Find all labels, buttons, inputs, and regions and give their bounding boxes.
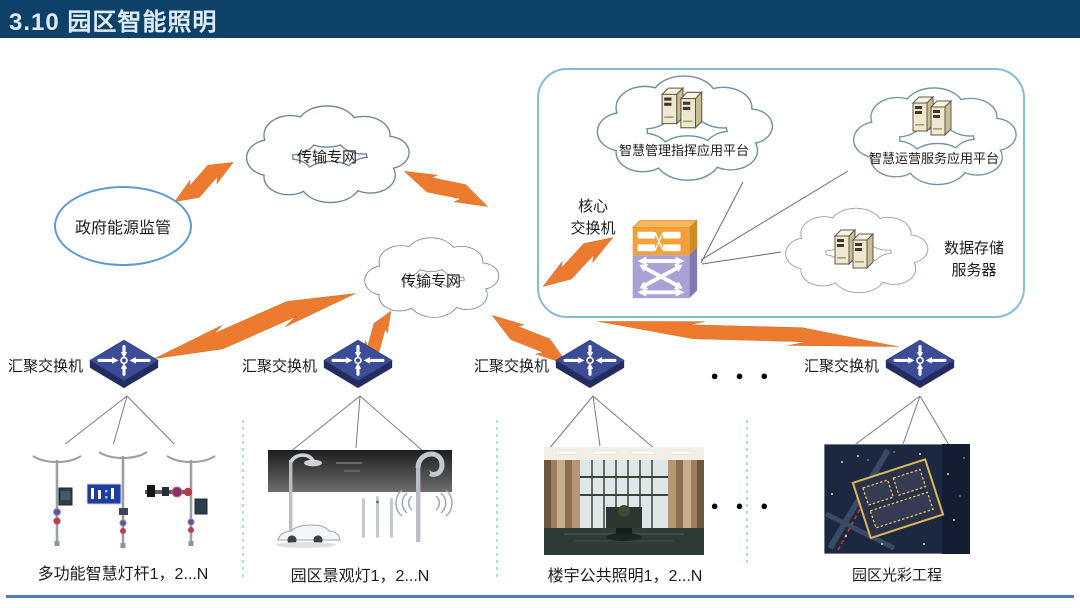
endpoint-label-building: 楼宇公共照明1，2...N [547, 568, 703, 585]
node-wan-cloud-middle: 传输专网 [333, 236, 529, 322]
landscape-lights-image [268, 450, 453, 548]
fanout-lines [54, 395, 953, 453]
endpoint-label-night-project: 园区光彩工程 [851, 567, 942, 584]
footer-rule [6, 595, 1074, 598]
dashed-separator [242, 420, 748, 578]
node-label: 传输专网 [400, 273, 461, 290]
node-platform-management: 智慧管理指挥应用平台 [586, 74, 782, 186]
smart-light-poles-image [25, 444, 221, 558]
aggregation-switch-icon [555, 339, 625, 389]
node-label: 汇聚交换机 [8, 357, 84, 375]
endpoint-label-landscape: 园区景观灯1，2...N [290, 568, 430, 585]
node-label: 汇聚交换机 [804, 357, 880, 375]
aggregation-switch-2: 汇聚交换机 [242, 338, 394, 392]
endpoint-label-smart-poles: 多功能智慧灯杆1，2...N [37, 566, 209, 583]
node-wan-cloud-top: 传输专网 [238, 104, 416, 208]
node-label: 传输专网 [296, 149, 357, 166]
more-switches-ellipsis: ●●● [710, 368, 786, 383]
node-label: 智慧运营服务应用平台 [868, 151, 999, 166]
aggregation-switch-4: 汇聚交换机 [804, 338, 956, 392]
data-storage-label: 数据存储 服务器 [943, 240, 1004, 279]
aggregation-switch-3: 汇聚交换机 [474, 338, 626, 392]
aggregation-switch-icon [323, 339, 393, 389]
connection-line [700, 170, 849, 265]
server-icon [660, 86, 708, 132]
node-platform-operation: 智慧运营服务应用平台 [846, 86, 1022, 190]
park-night-lighting-image [824, 444, 970, 554]
page-title: 3.10 园区智能照明 [9, 8, 218, 36]
server-icon [911, 95, 957, 139]
aggregation-switch-icon [885, 339, 955, 389]
node-data-storage [780, 203, 932, 301]
node-label: 汇聚交换机 [474, 357, 550, 375]
node-label: 智慧管理指挥应用平台 [618, 143, 749, 158]
server-icon [833, 228, 879, 272]
aggregation-switch-icon [89, 339, 159, 389]
core-switch-icon [631, 220, 698, 299]
title-bar: 3.10 园区智能照明 [0, 0, 1080, 38]
node-label: 政府能源监管 [74, 220, 171, 237]
core-switch-label: 核心 交换机 [570, 198, 616, 237]
node-label: 汇聚交换机 [242, 357, 318, 375]
aggregation-switch-1: 汇聚交换机 [8, 338, 160, 392]
node-government-energy-supervision: 政府能源监管 [54, 186, 192, 266]
building-public-lighting-image [544, 447, 704, 555]
more-endpoints-ellipsis: ●●● [710, 498, 786, 513]
